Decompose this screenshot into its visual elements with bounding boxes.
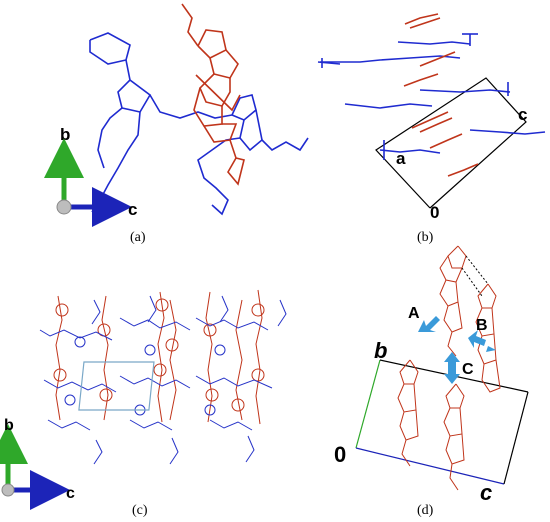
contact-arrow-c — [444, 352, 460, 384]
packing-network — [39, 289, 287, 465]
cell-label-c: c — [518, 105, 527, 124]
red-layer-molecules — [403, 13, 479, 177]
cell-label-a: a — [396, 149, 406, 168]
axis-label-c: c — [128, 200, 137, 219]
cell-label-origin-d: 0 — [334, 442, 346, 467]
axis-label-c-c: c — [66, 485, 75, 502]
caption-b: (b) — [417, 230, 434, 245]
unit-cell-c — [78, 361, 155, 411]
origin-sphere-c — [1, 483, 15, 497]
origin-sphere — [56, 199, 72, 215]
caption-d: (d) — [417, 503, 434, 518]
contact-label-c: C — [462, 361, 474, 378]
unit-cell-b — [375, 77, 527, 209]
cell-label-origin: 0 — [430, 203, 439, 222]
contact-arrow-b — [468, 330, 496, 352]
panel-c: b c (c) — [0, 289, 287, 518]
cell-label-c-d: c — [480, 480, 492, 505]
contact-label-a: A — [408, 305, 420, 322]
panel-a: b c (a) — [44, 3, 309, 245]
contact-arrow-a — [418, 316, 440, 332]
axis-label-b: b — [60, 125, 70, 144]
axis-triad-a: b c — [44, 125, 137, 227]
cell-label-b-d: b — [374, 338, 387, 363]
cell-edge-b — [355, 359, 381, 449]
red-molecule — [181, 3, 245, 186]
panel-b: a c 0 (b) — [317, 13, 546, 245]
contact-label-b: B — [476, 317, 488, 334]
caption-c: (c) — [132, 503, 148, 518]
blue-molecule — [89, 32, 309, 216]
axis-label-b-c: b — [4, 417, 14, 434]
panel-d: A B C b c 0 (d) — [334, 245, 529, 518]
caption-a: (a) — [130, 230, 146, 245]
blue-layer-molecules — [317, 33, 546, 160]
axis-triad-c: b c — [0, 417, 75, 510]
cell-edge-c — [355, 447, 505, 485]
fused-ring-stacks — [397, 245, 501, 491]
contact-arrows — [418, 316, 496, 384]
